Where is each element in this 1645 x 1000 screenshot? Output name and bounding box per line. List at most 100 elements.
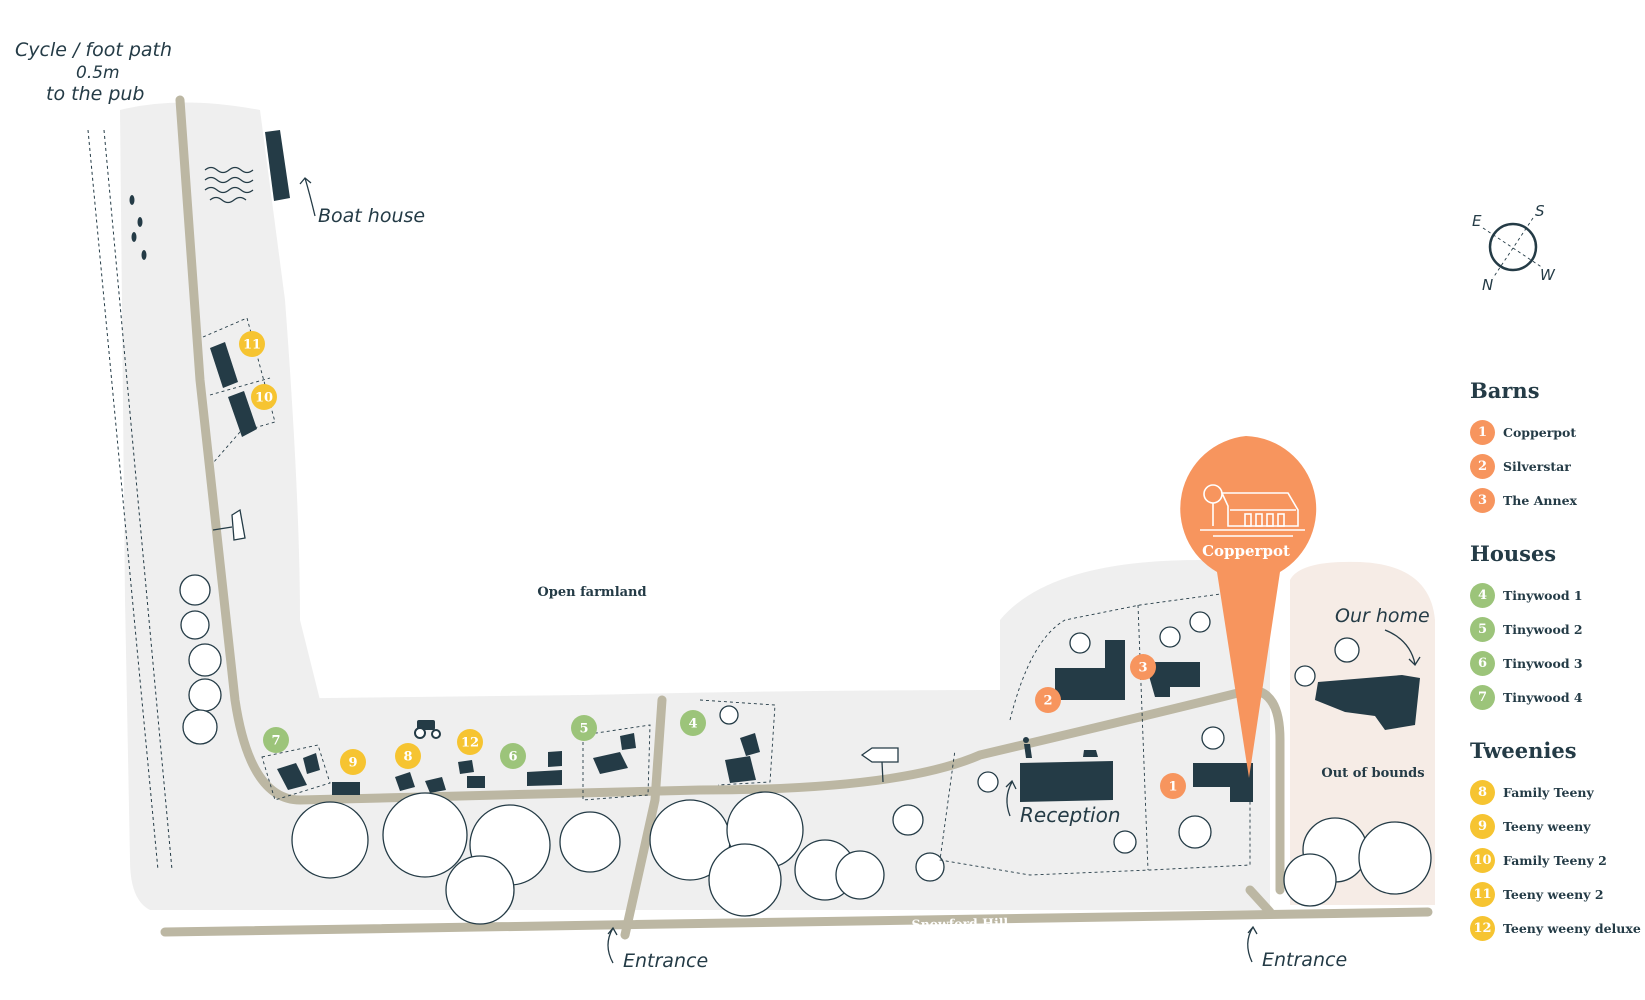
- cycle-path-note-line2: 0.5m: [76, 63, 120, 83]
- legend-item-8[interactable]: 8 Family Teeny: [1470, 775, 1640, 809]
- legend-item-5[interactable]: 5 Tinywood 2: [1470, 612, 1640, 646]
- legend-number-badge: 9: [1470, 813, 1495, 839]
- map-pin-10[interactable]: 10: [251, 384, 277, 410]
- cycle-path-note-line1: Cycle / foot path: [15, 39, 172, 61]
- open-farmland-label: Open farmland: [537, 585, 646, 600]
- map-pin-number: 3: [1138, 661, 1147, 676]
- map-pin-2[interactable]: 2: [1035, 687, 1061, 713]
- legend-item-label: Tinywood 2: [1503, 621, 1583, 637]
- legend-item-label: Tinywood 1: [1503, 587, 1583, 603]
- out-of-bounds-label: Out of bounds: [1321, 766, 1424, 781]
- map-pin-number: 8: [403, 750, 412, 765]
- map-pin-number: 1: [1168, 780, 1177, 795]
- our-home-label: Our home: [1335, 605, 1430, 627]
- buildings: [210, 130, 1420, 802]
- map-pin-badge: [395, 743, 421, 769]
- compass-n: N: [1482, 276, 1493, 294]
- legend-tweenies-title: Tweenies: [1470, 738, 1577, 763]
- map-pin-number: 9: [348, 756, 357, 771]
- legend-number-badge: 2: [1470, 453, 1495, 479]
- legend-item-label: Teeny weeny 2: [1503, 886, 1604, 902]
- dog-walker-icon: [1023, 737, 1098, 758]
- copperpot-highlight-pin[interactable]: Copperpot: [1180, 436, 1317, 778]
- entrance-right-label: Entrance: [1262, 949, 1347, 971]
- legend-barns-title: Barns: [1470, 378, 1540, 403]
- barn-icon: [1200, 484, 1305, 537]
- map-pin-number: 4: [688, 717, 697, 732]
- legend-number-badge: 5: [1470, 616, 1495, 642]
- map-pin-number: 10: [255, 391, 273, 406]
- legend-item-11[interactable]: 11 Teeny weeny 2: [1470, 877, 1640, 911]
- legend-item-3[interactable]: 3 The Annex: [1470, 483, 1640, 517]
- legend-number-badge: 6: [1470, 650, 1495, 676]
- legend-number-badge: 7: [1470, 684, 1495, 710]
- map-pin-3[interactable]: 3: [1130, 654, 1156, 680]
- map-pin-badge: [571, 715, 597, 741]
- map-pin-12[interactable]: 12: [457, 729, 483, 755]
- map-pin-number: 12: [461, 736, 479, 751]
- map-pin-badge: [340, 749, 366, 775]
- compass-e: E: [1472, 212, 1482, 230]
- highlight-label: Copperpot: [1202, 542, 1290, 560]
- map-pin-8[interactable]: 8: [395, 743, 421, 769]
- map-pin-1[interactable]: 1: [1160, 773, 1186, 799]
- footprints-icon: [129, 195, 147, 260]
- cycle-path-note-line3: to the pub: [46, 83, 145, 105]
- map-pin-9[interactable]: 9: [340, 749, 366, 775]
- legend-number-badge: 11: [1470, 881, 1495, 907]
- map-pin-5[interactable]: 5: [571, 715, 597, 741]
- legend-number-badge: 8: [1470, 779, 1495, 805]
- water-icon: [204, 166, 254, 204]
- map-pin-number: 5: [579, 722, 588, 737]
- legend-item-label: Teeny weeny deluxe: [1503, 920, 1641, 936]
- direction-sign-icon: [860, 747, 899, 783]
- tractor-icon: [414, 720, 441, 739]
- legend-houses-title: Houses: [1470, 541, 1557, 566]
- map-pin-badge: [251, 384, 277, 410]
- legend-item-label: The Annex: [1503, 492, 1577, 508]
- map-pin-badge: [1160, 773, 1186, 799]
- entrance-left-label: Entrance: [623, 950, 708, 972]
- map-pin-badge: [500, 743, 526, 769]
- reception-arrow: [1005, 779, 1017, 817]
- map-pin-number: 11: [243, 338, 261, 353]
- map-pin-4[interactable]: 4: [680, 710, 706, 736]
- entrance-left-arrow: [607, 926, 618, 964]
- entrance-right-arrow: [1247, 925, 1258, 963]
- legend-item-2[interactable]: 2 Silverstar: [1470, 449, 1640, 483]
- map-pin-7[interactable]: 7: [263, 727, 289, 753]
- plot-boundaries: [202, 317, 1251, 876]
- legend-item-12[interactable]: 12 Teeny weeny deluxe: [1470, 911, 1641, 945]
- map-pin-badge: [1130, 654, 1156, 680]
- map-pin-badge: [1035, 687, 1061, 713]
- road-name-label: Snowford Hill: [911, 915, 1008, 932]
- map-pin-11[interactable]: 11: [239, 331, 265, 357]
- legend-item-7[interactable]: 7 Tinywood 4: [1470, 680, 1640, 714]
- compass-s: S: [1535, 202, 1545, 220]
- map-pin-badge: [457, 729, 483, 755]
- legend-number-badge: 12: [1470, 915, 1495, 941]
- legend-item-label: Copperpot: [1503, 424, 1577, 440]
- compass-icon: [1482, 217, 1544, 279]
- tree-clusters: [179, 574, 1432, 925]
- legend-number-badge: 3: [1470, 487, 1495, 513]
- legend-item-label: Silverstar: [1503, 458, 1571, 474]
- boat-house-label: Boat house: [318, 205, 425, 227]
- map-pin-6[interactable]: 6: [500, 743, 526, 769]
- legend-item-label: Tinywood 4: [1503, 689, 1583, 705]
- reception-label: Reception: [1020, 803, 1121, 827]
- signpost-icon: [212, 508, 246, 541]
- legend-item-label: Family Teeny: [1503, 784, 1594, 800]
